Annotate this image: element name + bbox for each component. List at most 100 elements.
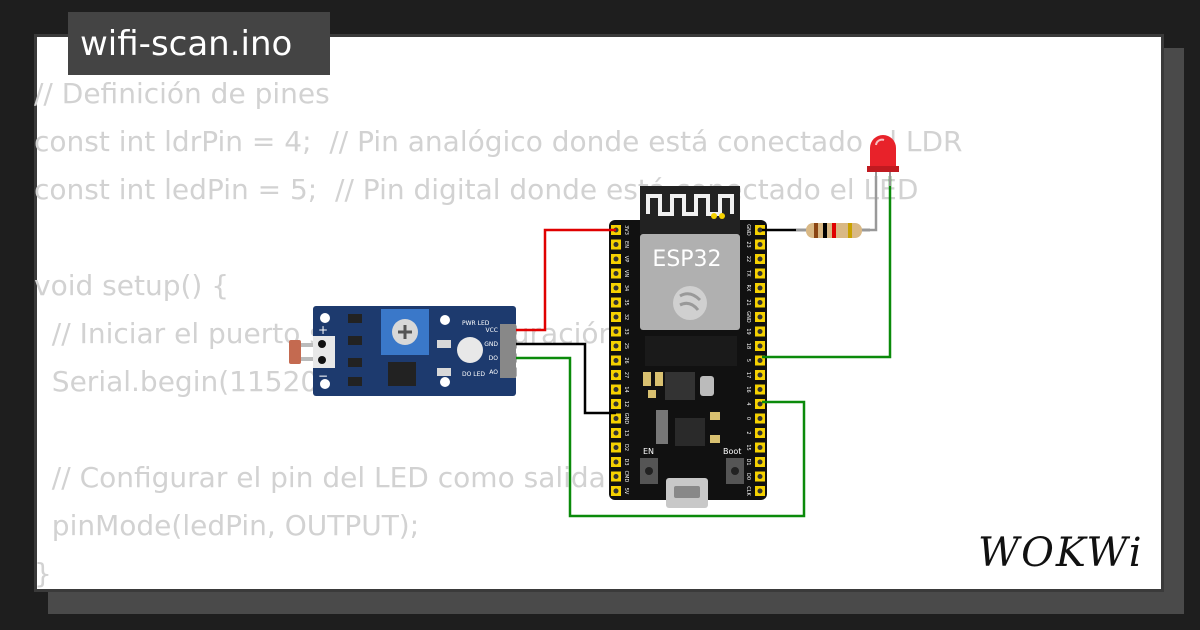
esp32-pin-label: 34 <box>623 285 629 291</box>
esp32-pin-hole <box>613 488 619 494</box>
ao-wire <box>516 356 806 518</box>
sketch-title-tab: wifi-scan.ino <box>68 12 330 75</box>
esp32-pin-hole <box>613 242 619 247</box>
esp32-pin-hole <box>757 329 763 334</box>
esp32-pin-hole <box>613 271 619 276</box>
esp32-pin-label: 33 <box>623 328 629 334</box>
led-wire <box>762 176 892 359</box>
boot-button-label: Boot <box>723 447 741 456</box>
esp32-pin-hole <box>757 401 763 407</box>
esp32-pin-label: 15 <box>745 444 751 450</box>
esp32-pin-label: 13 <box>623 430 629 436</box>
esp32-pin-label: GND <box>623 413 629 425</box>
esp32-pin-hole <box>757 416 763 421</box>
sensor-pin-label: AO <box>489 369 498 376</box>
esp32-pin-label: EN <box>623 241 629 248</box>
esp32-pin-label: 19 <box>745 328 751 334</box>
esp32-pin-label: CLK <box>745 486 751 496</box>
code-line: } <box>34 557 52 590</box>
preview-card <box>34 34 1164 592</box>
esp32-pin-label: GND <box>745 311 751 323</box>
esp32-pin-label: 3V3 <box>623 225 629 235</box>
esp32-pin-label: 35 <box>623 299 629 305</box>
sensor-pin-label: DO <box>489 355 499 362</box>
wokwi-logo: WOKWi <box>978 530 1142 576</box>
red-led[interactable] <box>867 135 899 186</box>
sensor-pin-label: GND <box>484 341 498 348</box>
esp32-pin-label: RX <box>745 285 751 292</box>
code-line: Serial.begin(115200); <box>34 365 357 398</box>
esp32-pin-label: 5 <box>745 359 751 362</box>
esp32-pin-label: 4 <box>745 402 751 405</box>
esp32-pin-label: 23 <box>745 241 751 247</box>
sensor-pin-label: VCC <box>486 327 498 334</box>
esp32-pin-label: VP <box>623 256 629 262</box>
esp32-pin-hole <box>613 300 619 305</box>
esp32-pin-label: 32 <box>623 314 629 320</box>
esp32-pin-hole <box>757 314 763 320</box>
wires <box>516 176 892 518</box>
esp32-pin-hole <box>757 271 763 276</box>
esp32-pin-label: D1 <box>745 458 751 465</box>
resistor[interactable] <box>796 223 870 238</box>
esp32-pin-hole <box>613 474 619 479</box>
esp32-pin-hole <box>757 387 763 392</box>
esp32-pin-hole <box>613 387 619 392</box>
code-line: pinMode(ledPin, OUTPUT); <box>34 509 420 542</box>
esp32-pin-hole <box>757 459 763 465</box>
esp32-pin-hole <box>757 343 763 349</box>
esp32-pin-hole <box>757 256 763 262</box>
esp32-board[interactable]: ESP32 EN Boot 3V3ENVPVN34353233252627141… <box>609 186 767 508</box>
esp32-pin-hole <box>613 358 619 363</box>
esp32-pin-label: 0 <box>745 417 751 420</box>
esp32-pin-hole <box>757 227 763 233</box>
esp32-pin-label: 12 <box>623 401 629 407</box>
esp32-pin-hole <box>613 329 619 334</box>
esp32-pin-hole <box>613 343 619 349</box>
esp32-pin-label: 2 <box>745 431 751 434</box>
esp32-pin-hole <box>757 242 763 247</box>
code-line: const int ldrPin = 4; // Pin analógico d… <box>34 125 963 158</box>
resistor-led-wire <box>866 176 878 232</box>
esp32-pin-hole <box>613 256 619 262</box>
esp32-pin-label: 18 <box>745 343 751 349</box>
esp32-pin-label: 14 <box>623 386 629 392</box>
esp32-pin-hole <box>757 300 763 305</box>
gnd-wire <box>516 342 616 415</box>
esp32-pin-hole <box>613 314 619 320</box>
sensor-do-led-label: DO LED <box>462 371 485 378</box>
vcc-wire <box>516 228 616 332</box>
esp32-pin-hole <box>757 445 763 450</box>
esp32-pin-hole <box>613 416 619 421</box>
esp32-pin-hole <box>613 401 619 407</box>
esp32-pin-label: 25 <box>623 343 629 349</box>
esp32-pin-hole <box>757 285 763 291</box>
esp32-pin-label: TX <box>745 269 751 277</box>
esp32-pin-hole <box>757 474 763 479</box>
esp32-pin-label: 26 <box>623 357 629 363</box>
esp32-pin-hole <box>613 459 619 465</box>
esp32-pin-label: D2 <box>623 444 629 451</box>
esp32-pin-hole <box>613 445 619 450</box>
sensor-minus: − <box>318 369 328 383</box>
sensor-pwr-led-label: PWR LED <box>462 320 490 327</box>
esp32-pin-label: 27 <box>623 372 629 378</box>
esp32-pin-label: 17 <box>745 372 751 378</box>
esp32-pin-label: CMD <box>623 471 629 483</box>
esp32-pin-label: 5V <box>623 488 629 495</box>
esp32-pin-hole <box>613 372 619 378</box>
code-line: void setup() { <box>34 269 230 302</box>
esp32-pin-label: 21 <box>745 299 751 305</box>
esp32-pin-label: D3 <box>623 458 629 465</box>
esp32-pin-hole <box>757 488 763 494</box>
esp32-pin-hole <box>757 358 763 363</box>
esp32-pin-label: GND <box>745 224 751 236</box>
esp32-pin-label: D0 <box>745 473 751 480</box>
esp32-pin-hole <box>613 285 619 291</box>
esp32-pin-hole <box>757 372 763 378</box>
esp32-pin-hole <box>613 430 619 436</box>
esp32-pin-label: 22 <box>745 256 751 262</box>
